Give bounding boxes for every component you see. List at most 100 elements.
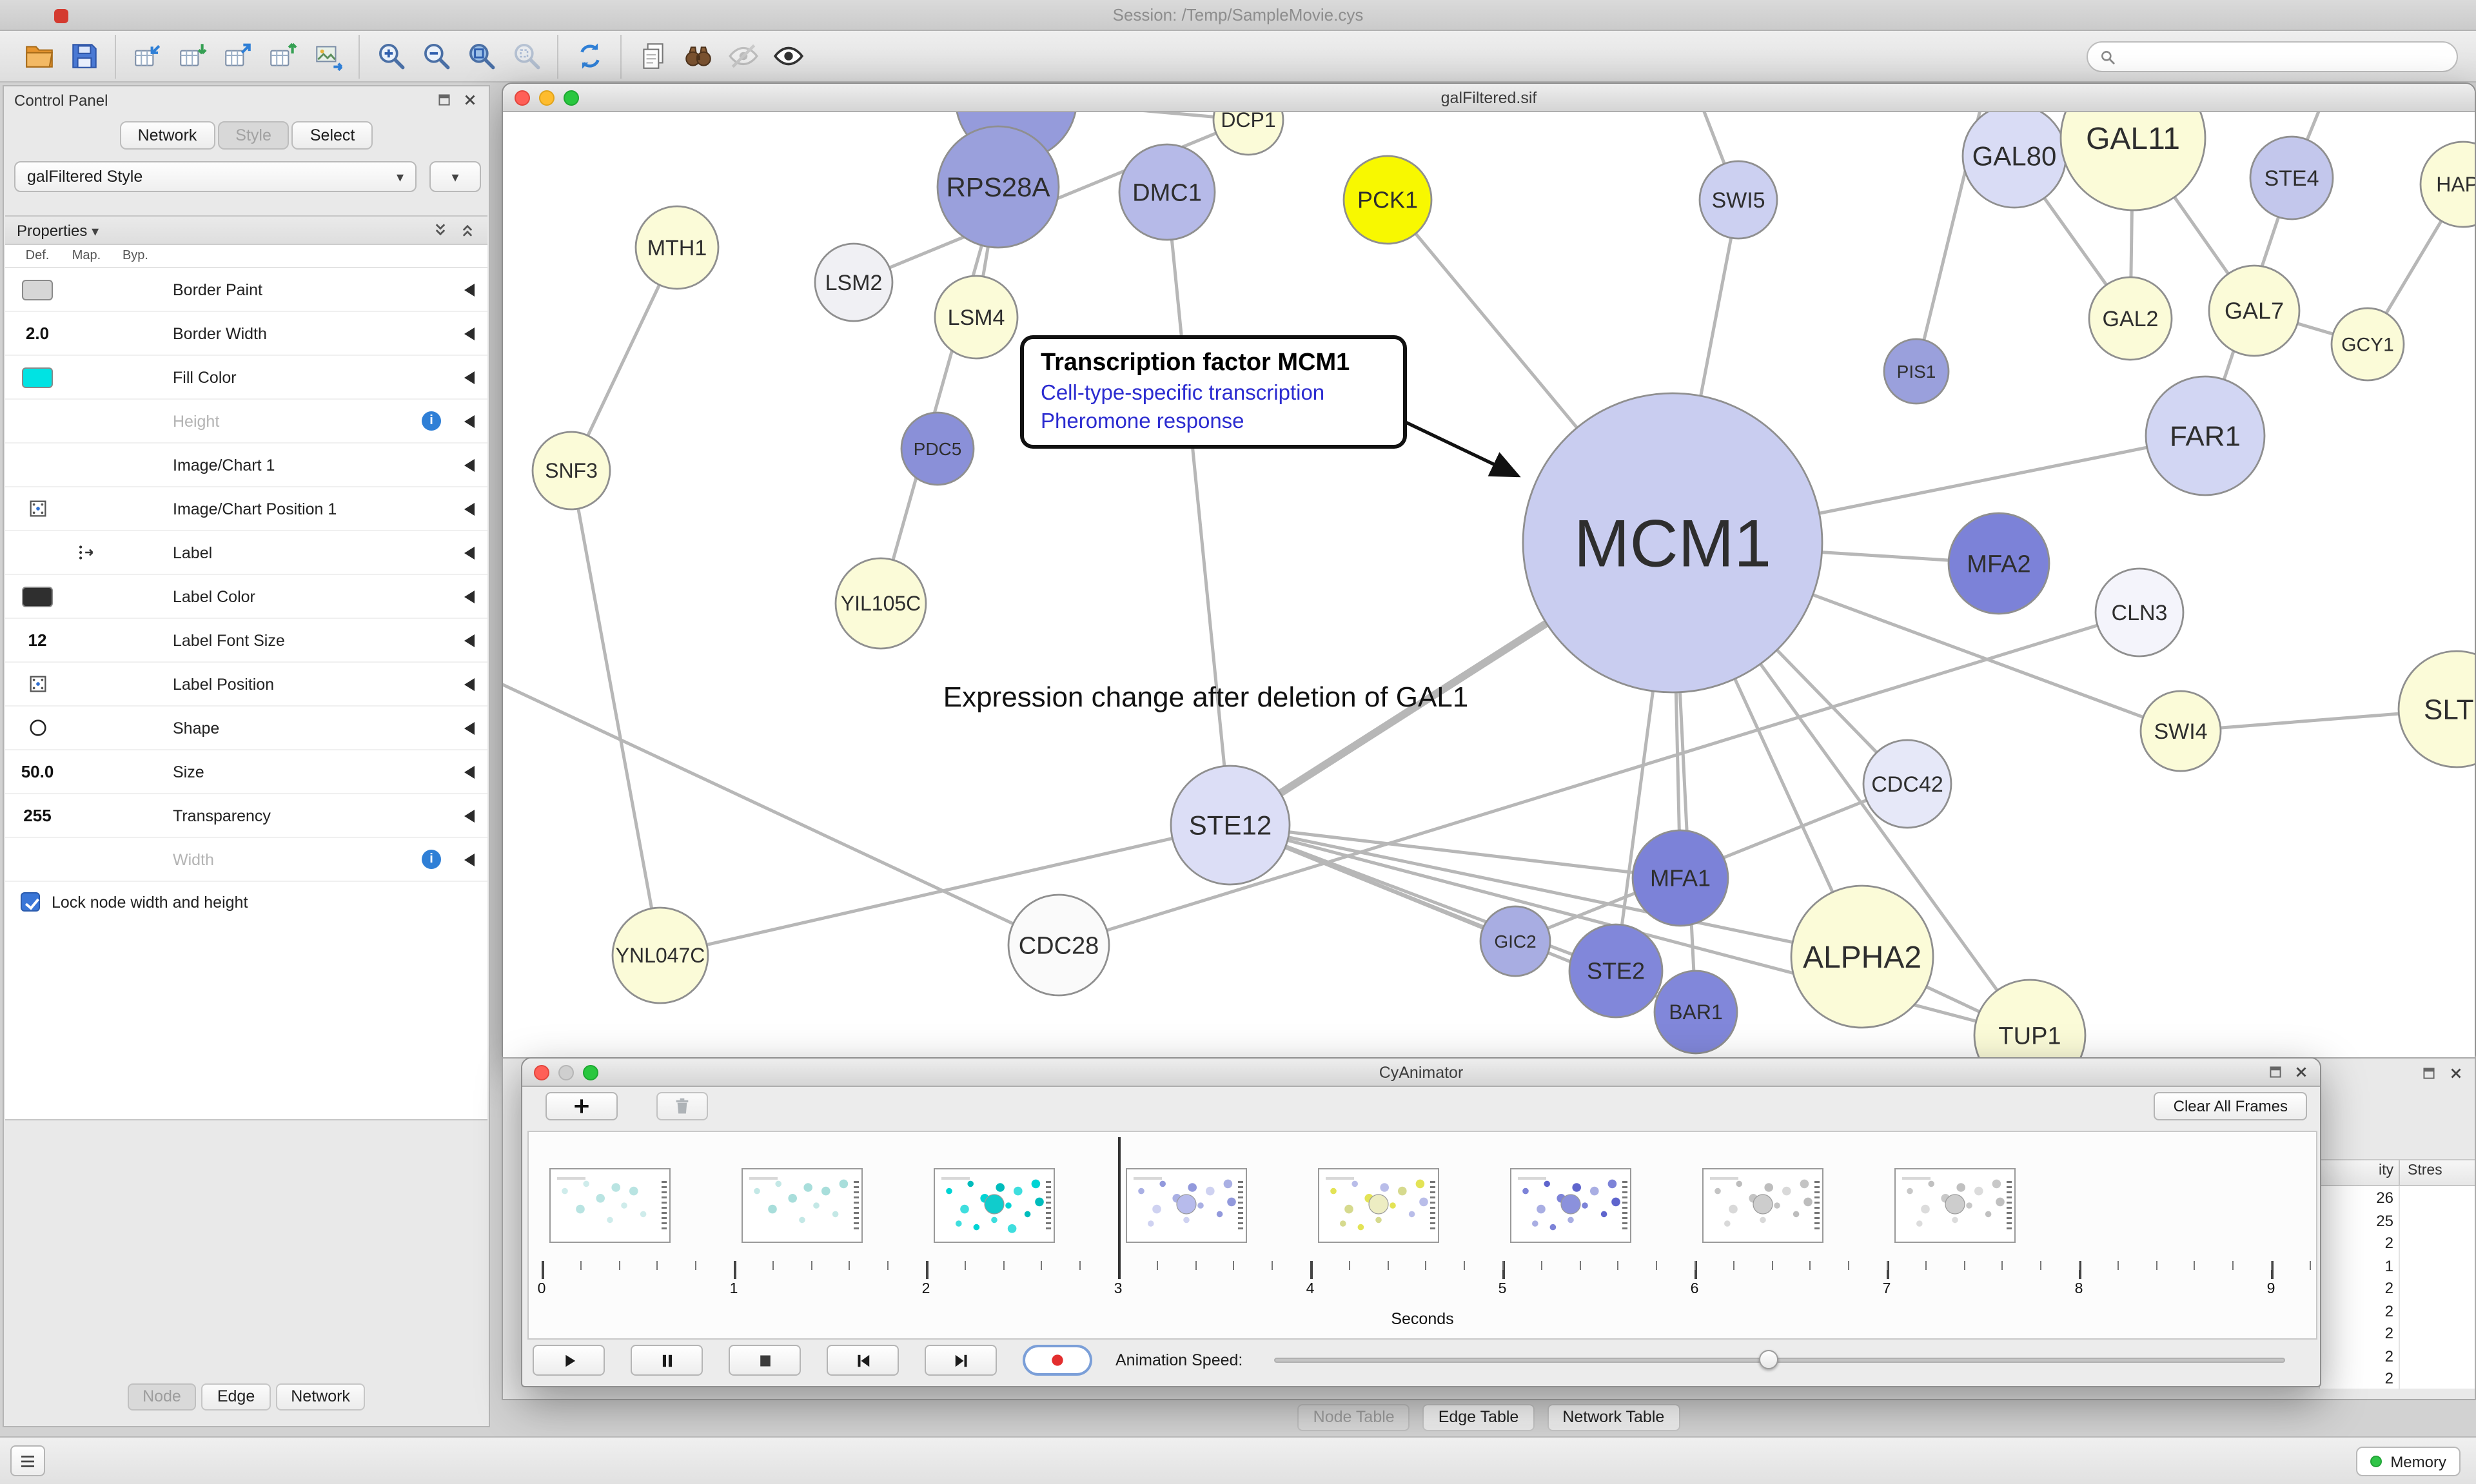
skip-end-button[interactable] bbox=[925, 1345, 997, 1376]
expand-arrow-icon[interactable] bbox=[464, 327, 475, 340]
default-color-swatch[interactable] bbox=[22, 279, 53, 300]
frame-thumbnail-2[interactable] bbox=[742, 1168, 863, 1243]
node-gal11[interactable]: GAL11 bbox=[2059, 112, 2206, 211]
edge[interactable] bbox=[1230, 823, 1863, 959]
tab-style[interactable]: Style bbox=[217, 121, 290, 150]
tab-edge-table[interactable]: Edge Table bbox=[1422, 1404, 1535, 1431]
network-canvas[interactable]: RPS28BDCP1RPS28ADMC1PCK1SWI5GAL80GAL11ST… bbox=[503, 112, 2475, 1059]
slider-track[interactable] bbox=[1273, 1358, 2285, 1363]
slider-thumb[interactable] bbox=[1758, 1350, 1778, 1369]
default-value[interactable]: 255 bbox=[23, 806, 52, 825]
node-tup1[interactable]: TUP1 bbox=[1973, 979, 2087, 1059]
add-frame-button[interactable] bbox=[545, 1092, 618, 1120]
frame-thumbnail-8[interactable] bbox=[1894, 1168, 2016, 1243]
node-alpha2[interactable]: ALPHA2 bbox=[1790, 884, 1934, 1029]
node-mth1[interactable]: MTH1 bbox=[634, 205, 720, 290]
property-row-label[interactable]: Label bbox=[5, 531, 487, 575]
node-cdc42[interactable]: CDC42 bbox=[1862, 739, 1952, 829]
default-color-swatch[interactable] bbox=[22, 367, 53, 387]
play-button[interactable] bbox=[533, 1345, 605, 1376]
properties-header[interactable]: Properties ▾ bbox=[17, 221, 99, 239]
property-row-border-paint[interactable]: Border Paint bbox=[5, 268, 487, 312]
edge[interactable] bbox=[1058, 610, 2140, 947]
expand-arrow-icon[interactable] bbox=[464, 590, 475, 603]
frame-drag-handle[interactable] bbox=[1430, 1181, 1435, 1233]
zoom-in-button[interactable] bbox=[371, 37, 410, 75]
node-yil105c[interactable]: YIL105C bbox=[834, 557, 927, 650]
export-network-button[interactable] bbox=[218, 37, 257, 75]
node-rps28a[interactable]: RPS28A bbox=[936, 125, 1060, 249]
expand-arrow-icon[interactable] bbox=[464, 415, 475, 427]
save-session-button[interactable] bbox=[64, 37, 103, 75]
minimize-window-button[interactable] bbox=[558, 1065, 574, 1080]
column-header[interactable]: ity bbox=[2320, 1160, 2400, 1185]
style-selector[interactable]: galFiltered Style ▾ bbox=[14, 161, 417, 192]
expand-arrow-icon[interactable] bbox=[464, 853, 475, 866]
frame-drag-handle[interactable] bbox=[1046, 1181, 1051, 1233]
playhead[interactable] bbox=[1118, 1137, 1121, 1279]
edge[interactable] bbox=[569, 470, 662, 956]
search-all-button[interactable] bbox=[678, 37, 717, 75]
node-lsm4[interactable]: LSM4 bbox=[934, 275, 1019, 360]
zoom-selected-button[interactable] bbox=[507, 37, 545, 75]
pause-button[interactable] bbox=[631, 1345, 703, 1376]
node-pdc5[interactable]: PDC5 bbox=[900, 411, 975, 486]
node-mfa1[interactable]: MFA1 bbox=[1631, 829, 1729, 927]
tab-node[interactable]: Node bbox=[127, 1383, 197, 1411]
frame-drag-handle[interactable] bbox=[1238, 1181, 1243, 1233]
expand-arrow-icon[interactable] bbox=[464, 765, 475, 778]
expand-arrow-icon[interactable] bbox=[464, 721, 475, 734]
lock-size-row[interactable]: Lock node width and height bbox=[21, 892, 248, 912]
zoom-window-button[interactable] bbox=[564, 90, 579, 106]
zoom-window-button[interactable] bbox=[583, 1065, 598, 1080]
node-ste2[interactable]: STE2 bbox=[1568, 923, 1664, 1019]
animation-speed-slider[interactable] bbox=[1273, 1345, 2285, 1376]
frame-thumbnail-5[interactable] bbox=[1318, 1168, 1439, 1243]
zoom-out-button[interactable] bbox=[417, 37, 455, 75]
float-table-icon[interactable] bbox=[2421, 1065, 2437, 1082]
frame-thumbnail-1[interactable] bbox=[549, 1168, 671, 1243]
console-button[interactable] bbox=[10, 1445, 45, 1476]
expand-arrow-icon[interactable] bbox=[464, 283, 475, 296]
property-row-label-position[interactable]: Label Position bbox=[5, 663, 487, 707]
edge[interactable] bbox=[879, 186, 1000, 604]
node-mfa2[interactable]: MFA2 bbox=[1947, 512, 2050, 615]
frame-drag-handle[interactable] bbox=[2007, 1181, 2012, 1233]
table-row[interactable]: 2 bbox=[2320, 1367, 2475, 1389]
node-gal80[interactable]: GAL80 bbox=[1961, 112, 2067, 209]
property-row-label-color[interactable]: Label Color bbox=[5, 575, 487, 619]
table-row[interactable]: 2 bbox=[2320, 1276, 2475, 1299]
edge[interactable] bbox=[1016, 112, 1249, 122]
table-row[interactable]: 25 bbox=[2320, 1209, 2475, 1231]
edge[interactable] bbox=[1165, 191, 1232, 826]
frame-drag-handle[interactable] bbox=[662, 1181, 667, 1233]
minimize-window-button[interactable] bbox=[539, 90, 555, 106]
table-header-row[interactable]: ity Stres bbox=[2320, 1160, 2475, 1186]
default-color-swatch[interactable] bbox=[22, 586, 53, 607]
import-network-button[interactable] bbox=[128, 37, 166, 75]
annotation-link[interactable]: Pheromone response bbox=[1041, 410, 1244, 433]
refresh-view-button[interactable] bbox=[570, 37, 609, 75]
float-panel-icon[interactable] bbox=[2267, 1064, 2284, 1080]
table-row[interactable]: 2 bbox=[2320, 1231, 2475, 1254]
node-snf3[interactable]: SNF3 bbox=[531, 431, 611, 511]
frame-thumbnail-4[interactable] bbox=[1126, 1168, 1247, 1243]
network-window-titlebar[interactable]: galFiltered.sif bbox=[503, 84, 2475, 112]
tab-node-table[interactable]: Node Table bbox=[1297, 1404, 1410, 1431]
expand-arrow-icon[interactable] bbox=[464, 502, 475, 515]
annotation-link[interactable]: Cell-type-specific transcription bbox=[1041, 382, 1325, 405]
default-value[interactable]: 2.0 bbox=[25, 324, 50, 343]
table-row[interactable]: 2 bbox=[2320, 1344, 2475, 1367]
node-swi4[interactable]: SWI4 bbox=[2139, 690, 2222, 772]
node-dmc1[interactable]: DMC1 bbox=[1118, 143, 1216, 241]
style-options-button[interactable]: ▾ bbox=[429, 161, 481, 192]
hide-details-button[interactable] bbox=[723, 37, 762, 75]
tab-network-table[interactable]: Network Table bbox=[1547, 1404, 1680, 1431]
expand-arrow-icon[interactable] bbox=[464, 458, 475, 471]
